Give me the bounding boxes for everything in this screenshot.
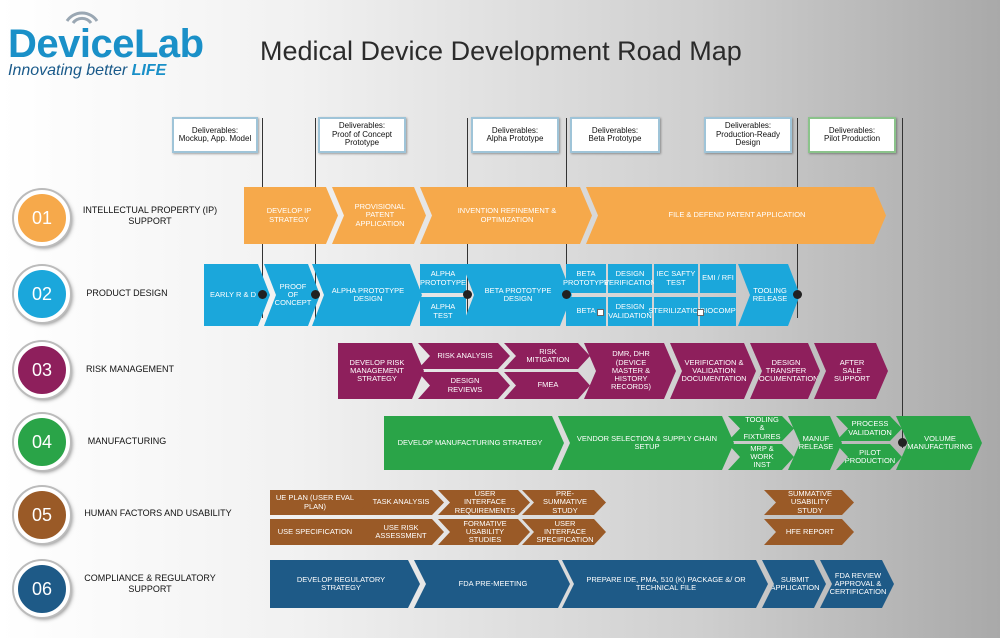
mf-step: PILOT PRODUCTION xyxy=(836,444,902,470)
deliverable-head: Deliverables: xyxy=(191,125,239,135)
page-title: Medical Device Development Road Map xyxy=(260,36,742,66)
hf-step: USE SPECIFICATION xyxy=(270,519,370,545)
logo-brand-a: Device xyxy=(8,22,134,66)
logo: DeviceLab xyxy=(8,24,204,64)
deliverable-body: Pilot Production xyxy=(823,134,881,143)
logo-tagline: Innovating better LIFE xyxy=(8,62,166,80)
milestone-dot xyxy=(793,290,802,299)
deliverable-box: Deliverables:Alpha Prototype xyxy=(471,117,559,153)
pd-step: ALPHA PROTOTYPE xyxy=(420,264,466,293)
mf-step: DEVELOP MANUFACTURING STRATEGY xyxy=(384,416,564,470)
hf-step: USE RISK ASSESSMENT xyxy=(356,519,444,545)
mf-step: VENDOR SELECTION & SUPPLY CHAIN SETUP xyxy=(558,416,734,470)
cr-step: FDA PRE-MEETING xyxy=(414,560,570,608)
cr-step: FDA REVIEW APPROVAL & CERTIFICATION xyxy=(820,560,894,608)
pd-step: EMI / RFI xyxy=(700,264,736,293)
milestone-dot xyxy=(311,290,320,299)
row-label: PRODUCT DESIGN xyxy=(86,288,168,298)
pd-step: PROOF OF CONCEPT xyxy=(264,264,320,326)
rm-step: DEVELOP RISK MANAGEMENT STRATEGY xyxy=(338,343,424,399)
logo-brand-b: Lab xyxy=(133,22,204,66)
deliverable-body: Alpha Prototype xyxy=(486,134,544,143)
ip-step: INVENTION REFINEMENT & OPTIMIZATION xyxy=(420,187,592,244)
hf-step: UE PLAN (USER EVAL PLAN) xyxy=(270,490,370,515)
deliverable-head: Deliverables: xyxy=(491,125,539,135)
row-number-badge: 06 xyxy=(14,561,70,617)
milestone-line-6 xyxy=(902,118,903,448)
rm-step: DMR, DHR (DEVICE MASTER & HISTORY RECORD… xyxy=(584,343,676,399)
mf-step: PROCESS VALIDATION xyxy=(836,416,902,441)
rm-step: FMEA xyxy=(504,372,590,399)
hf-step: TASK ANALYSIS xyxy=(356,490,444,515)
rm-step: RISK ANALYSIS xyxy=(418,343,510,369)
ip-step: PROVISIONAL PATENT APPLICATION xyxy=(332,187,426,244)
cr-step: SUBMIT APPLICATION xyxy=(762,560,826,608)
deliverable-body: Production-Ready Design xyxy=(715,129,781,148)
row-number-badge: 04 xyxy=(14,414,70,470)
pd-step: IEC SAFTY TEST xyxy=(654,264,698,293)
hf-step: USER INTERFACE SPECIFICATION xyxy=(522,519,606,545)
deliverable-body: Mockup, App. Model xyxy=(178,134,252,143)
deliverable-box: Deliverables:Production-Ready Design xyxy=(704,117,792,153)
milestone-dot xyxy=(258,290,267,299)
pd-step: ALPHA TEST xyxy=(420,297,466,326)
deliverable-head: Deliverables: xyxy=(338,121,386,131)
milestone-dot xyxy=(463,290,472,299)
hf-step: USER INTERFACE REQUIREMENTS xyxy=(438,490,530,515)
mf-step: TOOLING & FIXTURES xyxy=(728,416,794,441)
pd-step: BETA PROTOTYPE xyxy=(563,264,609,293)
pd-step: ALPHA PROTOTYPE DESIGN xyxy=(312,264,422,326)
row-label: RISK MANAGEMENT xyxy=(85,364,174,374)
pd-step: DESIGN VERIFICATION xyxy=(604,264,656,293)
row-number-badge: 03 xyxy=(14,342,70,398)
row-number-badge: 02 xyxy=(14,266,70,322)
row-number-badge: 01 xyxy=(14,190,70,246)
row-label: MANUFACTURING xyxy=(87,436,167,446)
row-label: INTELLECTUAL PROPERTY (IP) SUPPORT xyxy=(82,205,218,227)
cr-step: PREPARE IDE, PMA, 510 (K) PACKAGE &/ OR … xyxy=(562,560,768,608)
pd-step: TOOLING RELEASE xyxy=(738,264,800,326)
deliverable-box: Deliverables:Pilot Production xyxy=(808,117,896,153)
wifi-icon xyxy=(65,11,99,24)
deliverable-body: Beta Prototype xyxy=(588,134,642,143)
checkbox-icon xyxy=(597,309,604,316)
hf-step: SUMMATIVE USABILITY STUDY xyxy=(764,490,854,515)
cr-step: DEVELOP REGULATORY STRATEGY xyxy=(270,560,420,608)
checkbox-icon xyxy=(697,309,704,316)
deliverable-head: Deliverables: xyxy=(724,121,772,131)
row-label: COMPLIANCE & REGULATORY SUPPORT xyxy=(84,573,216,595)
deliverable-box: Deliverables:Proof of Concept Prototype xyxy=(318,117,406,153)
ip-step: FILE & DEFEND PATENT APPLICATION xyxy=(586,187,886,244)
rm-step: VERIFICATION & VALIDATION DOCUMENTATION xyxy=(670,343,756,399)
rm-step: AFTER SALE SUPPORT xyxy=(814,343,888,399)
pd-step: BETA PROTOTYPE DESIGN xyxy=(462,264,572,326)
pd-step: STERILIZATION xyxy=(648,297,704,326)
rm-step: DESIGN TRANSFER DOCUMENTATION xyxy=(750,343,820,399)
deliverable-head: Deliverables: xyxy=(828,125,876,135)
rm-step: RISK MITIGATION xyxy=(504,343,590,369)
mf-step: MANUF RELEASE xyxy=(788,416,842,470)
hf-step: PRE-SUMMATIVE STUDY xyxy=(522,490,606,515)
ip-step: DEVELOP IP STRATEGY xyxy=(244,187,338,244)
deliverable-box: Deliverables:Beta Prototype xyxy=(570,117,660,153)
milestone-dot xyxy=(898,438,907,447)
row-number-badge: 05 xyxy=(14,487,70,543)
milestone-dot xyxy=(562,290,571,299)
hf-step: HFE REPORT xyxy=(764,519,854,545)
logo-tag-a: Innovating better xyxy=(8,62,132,79)
deliverable-head: Deliverables: xyxy=(591,125,639,135)
logo-tag-b: LIFE xyxy=(131,62,167,79)
hf-step: FORMATIVE USABILITY STUDIES xyxy=(438,519,530,545)
pd-step: DESIGN VALIDATION xyxy=(608,297,652,326)
mf-step: MRP & WORK INST xyxy=(728,444,794,470)
pd-step: BIOCOMP xyxy=(700,297,736,326)
mf-step: VOLUME MANUFACTURING xyxy=(896,416,982,470)
row-label: HUMAN FACTORS AND USABILITY xyxy=(84,508,232,518)
deliverable-body: Proof of Concept Prototype xyxy=(331,129,393,148)
rm-step: DESIGN REVIEWS xyxy=(418,372,510,399)
deliverable-box: Deliverables:Mockup, App. Model xyxy=(172,117,258,153)
